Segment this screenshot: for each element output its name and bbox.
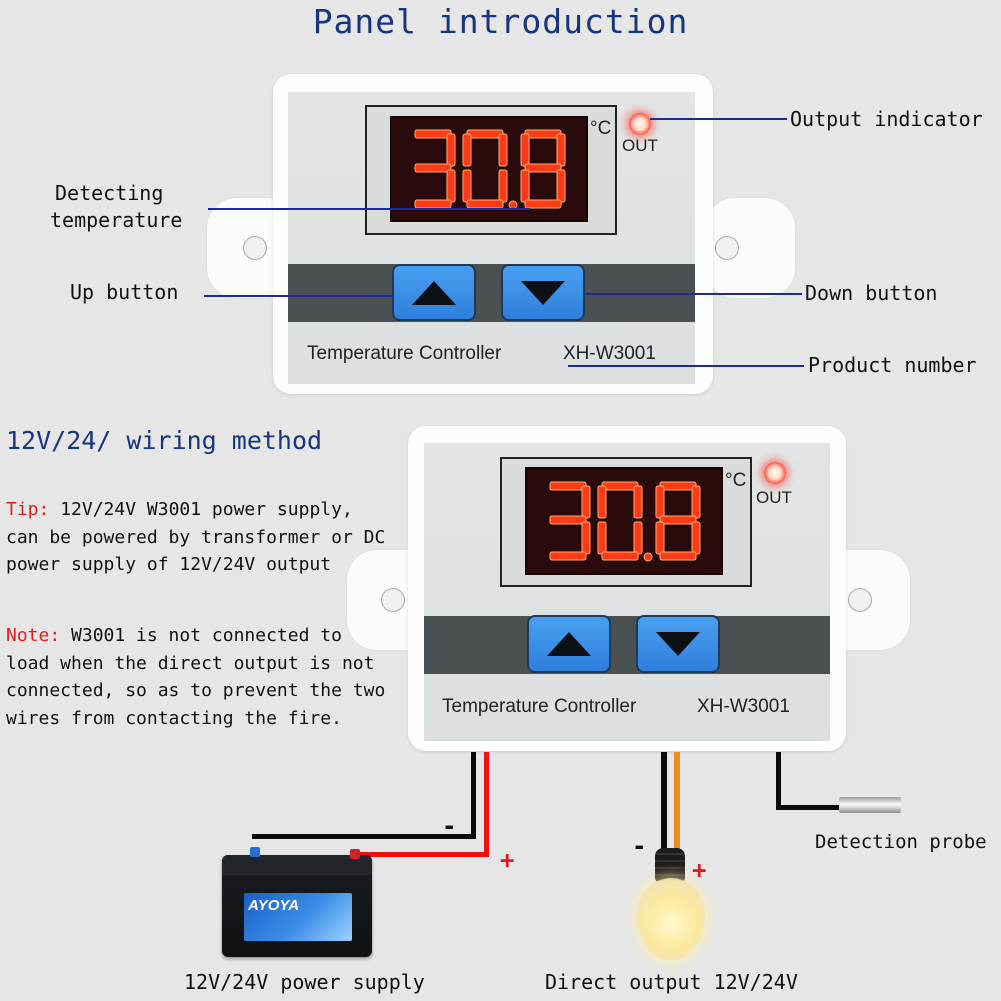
callout-up-button: Up button [70, 280, 179, 304]
power-plus-sign: + [500, 846, 515, 874]
output-minus-sign: - [632, 832, 647, 860]
up-button[interactable] [527, 615, 611, 673]
callout-detecting-line2: temperature [50, 208, 183, 232]
power-positive-wire [356, 852, 489, 857]
power-supply-label: 12V/24V power supply [184, 970, 425, 994]
battery-negative-terminal [250, 847, 260, 857]
battery-icon: AYOYA [222, 847, 372, 957]
brand-text: Temperature Controller [307, 343, 502, 364]
output-positive-wire [674, 752, 680, 850]
tip-label: Tip: [6, 499, 50, 520]
mounting-hole [381, 588, 405, 612]
callout-product-number: Product number [808, 353, 977, 377]
callout-down-button: Down button [805, 281, 938, 305]
up-arrow-icon [412, 280, 456, 305]
direct-output-label: Direct output 12V/24V [545, 970, 798, 994]
power-negative-wire [471, 752, 476, 837]
note-text: W3001 is not connected to the load when … [6, 625, 386, 729]
temperature-display [390, 116, 588, 222]
tip-text: 12V/24V W3001 power supply, can be power… [6, 499, 386, 575]
callout-output-indicator: Output indicator [790, 107, 983, 131]
celsius-unit: °C [725, 470, 747, 491]
battery-brand: AYOYA [248, 897, 300, 914]
output-plus-sign: + [692, 856, 707, 884]
mounting-hole [848, 588, 872, 612]
leader-down-button [585, 293, 802, 295]
battery-lid [222, 855, 372, 875]
down-arrow-icon [656, 632, 700, 656]
power-negative-wire [252, 834, 476, 839]
bulb-socket-icon [655, 848, 685, 882]
battery-label: AYOYA [244, 893, 352, 941]
leader-up-button [204, 295, 394, 297]
mounting-hole [243, 236, 267, 260]
out-label: OUT [622, 136, 658, 155]
tip-paragraph: Tip: 12V/24V W3001 power supply, can be … [6, 496, 396, 579]
temperature-probe-icon [839, 797, 901, 813]
out-label: OUT [756, 488, 792, 507]
light-bulb-icon [637, 878, 705, 960]
temperature-display [525, 467, 723, 575]
note-paragraph: Note: W3001 is not connected to the load… [6, 622, 396, 732]
up-button[interactable] [392, 264, 476, 321]
probe-wire [776, 752, 781, 810]
detection-probe-label: Detection probe [815, 831, 987, 853]
page-title: Panel introduction [312, 2, 689, 41]
model-text: XH-W3001 [697, 696, 790, 717]
battery-positive-terminal [350, 849, 360, 859]
down-button[interactable] [636, 615, 720, 673]
up-arrow-icon [547, 632, 591, 656]
leader-detecting-temperature [208, 208, 530, 210]
output-indicator-led [629, 113, 651, 135]
callout-detecting-line1: Detecting [55, 181, 164, 205]
celsius-unit: °C [590, 118, 612, 139]
down-button[interactable] [501, 264, 585, 321]
note-label: Note: [6, 625, 61, 646]
power-positive-wire [484, 752, 489, 857]
down-arrow-icon [521, 280, 565, 305]
brand-text: Temperature Controller [442, 696, 637, 717]
seven-segment-digits-icon [549, 481, 701, 562]
mounting-ear-right [705, 198, 795, 298]
output-indicator-led [764, 462, 786, 484]
wiring-section-title: 12V/24/ wiring method [6, 426, 323, 455]
leader-output-indicator [650, 118, 787, 120]
seven-segment-digits-icon [414, 129, 566, 210]
mounting-hole [715, 236, 739, 260]
model-text: XH-W3001 [563, 343, 656, 364]
probe-wire [776, 805, 840, 810]
button-band [424, 616, 830, 674]
power-minus-sign: - [442, 812, 457, 840]
output-negative-wire [661, 752, 667, 850]
leader-product-number [568, 365, 804, 367]
